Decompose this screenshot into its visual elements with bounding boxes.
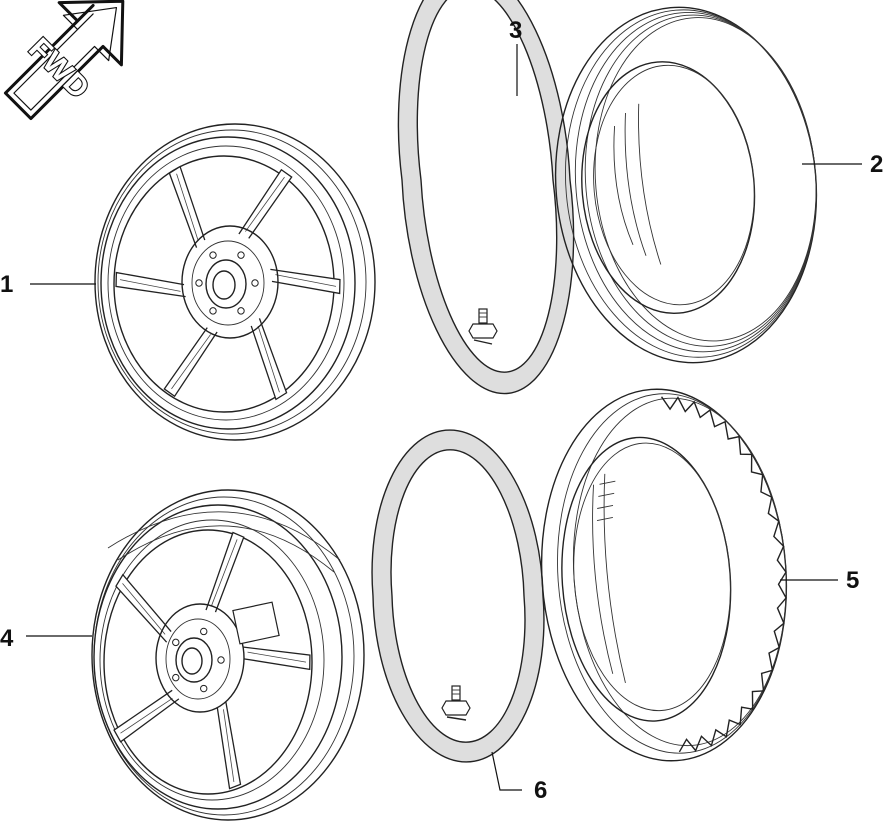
spoke xyxy=(205,531,245,613)
front-tire xyxy=(554,6,818,364)
callout-4: 4 xyxy=(0,625,14,652)
hub-bolt-hole xyxy=(200,684,208,693)
rear-tire-inner-ribs xyxy=(596,480,616,521)
rear-tire xyxy=(540,388,788,762)
callout-6: 6 xyxy=(534,777,547,804)
hub-bolt-hole xyxy=(237,251,245,259)
front-wheel-spokes xyxy=(115,165,341,401)
spoke-edge xyxy=(247,651,307,663)
front-inner-tube xyxy=(397,0,575,395)
spoke-edge xyxy=(275,274,337,287)
hub-bolt-hole xyxy=(217,656,225,664)
spoke-edge xyxy=(120,698,173,734)
spoke xyxy=(270,268,341,295)
hub-bolt-hole xyxy=(195,279,203,287)
callout-1: 1 xyxy=(0,271,13,298)
spoke-edge xyxy=(257,325,280,393)
rear-valve-stem-icon xyxy=(441,685,471,721)
callout-6-leader xyxy=(491,751,522,791)
hub-bolt-hole xyxy=(209,307,217,315)
rear-tire-tread xyxy=(660,396,787,753)
rear-wheel-hub xyxy=(155,601,280,713)
rear-wheel-spokes xyxy=(113,531,311,790)
callout-2: 2 xyxy=(870,151,883,178)
spoke-edge xyxy=(119,279,181,292)
spoke xyxy=(115,271,186,298)
hub-bolt-hole xyxy=(251,279,259,287)
spoke xyxy=(242,646,311,671)
spoke-edge xyxy=(211,539,238,606)
fwd-arrow-icon xyxy=(3,0,125,121)
spoke-edge xyxy=(223,709,235,782)
hub-bolt-hole xyxy=(172,673,180,682)
hub-bolt-hole xyxy=(200,627,208,636)
spoke-edge xyxy=(171,334,211,390)
hub-bolt-hole xyxy=(172,638,180,647)
hub-bolt-hole xyxy=(237,307,245,315)
front-wheel-hub xyxy=(181,225,279,339)
spoke-edge xyxy=(245,176,285,232)
spoke-edge xyxy=(122,583,166,635)
spoke-edge xyxy=(176,173,199,241)
callout-5: 5 xyxy=(846,567,859,594)
front-valve-stem-icon xyxy=(468,308,498,345)
rear-wheel-rim xyxy=(91,489,365,821)
hub-bolt-hole xyxy=(209,251,217,259)
front-wheel-rim xyxy=(94,123,376,441)
callout-3: 3 xyxy=(509,17,522,44)
